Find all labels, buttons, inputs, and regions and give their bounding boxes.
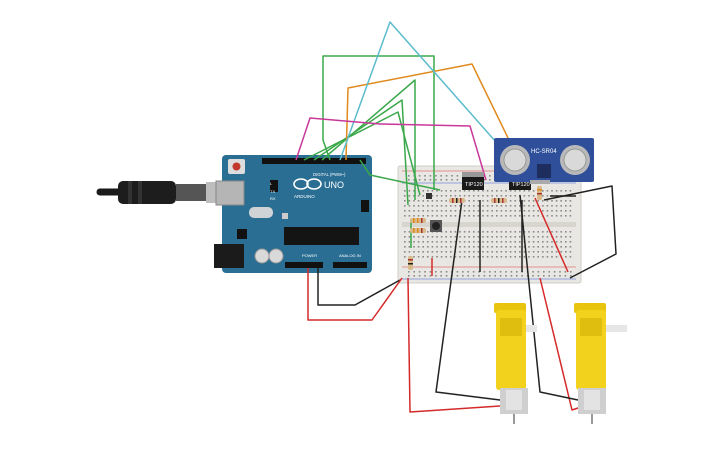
wire-cyan xyxy=(339,21,497,161)
board-brand-label: ARDUINO xyxy=(294,194,315,199)
power-header xyxy=(285,262,323,268)
wire-red xyxy=(307,268,403,321)
resistor-icon[interactable] xyxy=(408,256,413,270)
transistor-label: TIP120 xyxy=(465,182,483,188)
resistor-icon[interactable] xyxy=(491,198,507,203)
resistor-icon[interactable] xyxy=(449,198,465,203)
wire-black xyxy=(317,268,401,306)
wire-green xyxy=(322,55,435,190)
breadboard[interactable] xyxy=(397,165,582,284)
wire-red xyxy=(534,197,569,273)
wire-black xyxy=(435,199,501,401)
wire-red xyxy=(539,277,579,411)
ultrasonic-sensor-icon[interactable]: HC-SR04 xyxy=(494,138,594,184)
wire-green xyxy=(303,111,421,196)
board-model-label: UNO xyxy=(324,180,344,190)
atmega-chip xyxy=(284,227,359,245)
power-jack xyxy=(214,244,244,268)
transistor-label: TIP120 xyxy=(512,182,530,188)
arduino-uno-board[interactable]: UNO ARDUINO DIGITAL (PWM~) L TX RX POWER… xyxy=(214,155,372,273)
wires xyxy=(295,21,617,413)
wire-orange xyxy=(345,63,511,161)
digital-header xyxy=(262,158,366,164)
rx-label: RX xyxy=(270,196,276,201)
push-button-icon[interactable] xyxy=(430,220,442,232)
usb-jack xyxy=(215,180,245,206)
power-label: POWER xyxy=(302,253,317,258)
resistor-icon[interactable] xyxy=(410,218,426,223)
wire-red xyxy=(407,277,501,413)
analog-label: ANALOG IN xyxy=(339,253,361,258)
l-led-label: L xyxy=(270,181,273,186)
wire-magenta xyxy=(295,117,487,181)
resistor-icon[interactable] xyxy=(410,228,426,233)
resistor-icon[interactable] xyxy=(537,186,542,200)
analog-header xyxy=(333,262,367,268)
wire-green xyxy=(359,159,441,191)
dc-motor-icon[interactable] xyxy=(494,303,537,424)
wire-black xyxy=(543,185,617,279)
tx-label: TX xyxy=(270,189,275,194)
sensor-model-label: HC-SR04 xyxy=(531,149,557,155)
wire-black xyxy=(519,194,579,401)
digital-pins-label: DIGITAL (PWM~) xyxy=(313,172,346,177)
crystal xyxy=(249,207,273,218)
transistor-1[interactable]: TIP120 xyxy=(462,172,484,190)
capacitor xyxy=(426,193,432,199)
dc-motor-icon[interactable] xyxy=(574,303,627,424)
usb-cable-icon xyxy=(96,181,222,204)
arduino-logo xyxy=(293,178,322,190)
